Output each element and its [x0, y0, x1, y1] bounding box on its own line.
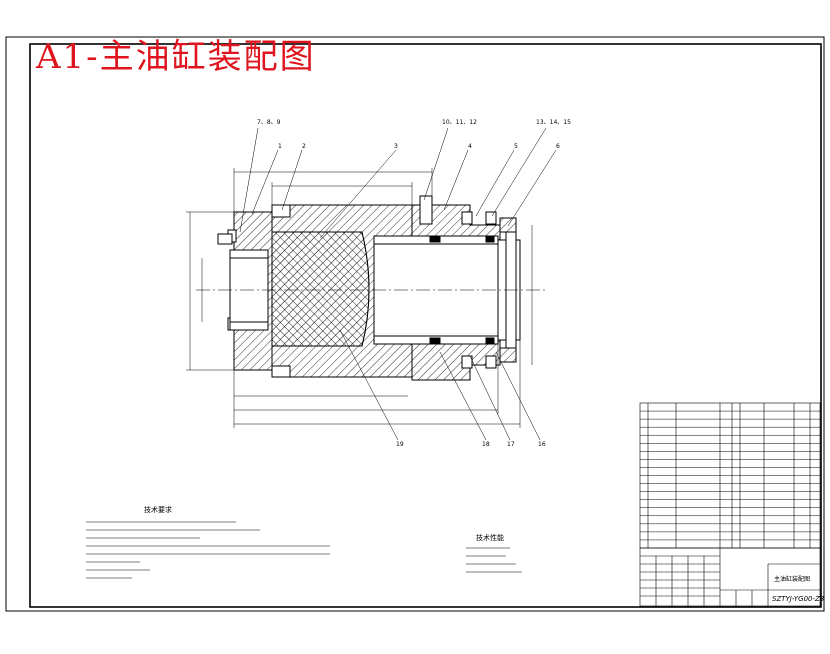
technical-performance: 技术性能: [466, 533, 522, 573]
drawing-number: SZTYJ-YG00-Z3: [772, 595, 824, 603]
balloon-7: 5: [514, 143, 518, 150]
balloon-4: 3: [394, 143, 398, 150]
technical-requirements: 技术要求: [86, 505, 330, 579]
balloon-18: 18: [482, 441, 490, 448]
performance-heading: 技术性能: [476, 533, 504, 542]
parts-list-rows: [640, 410, 820, 541]
balloon-16: 16: [538, 441, 546, 448]
outer-border: [5, 36, 825, 612]
inner-border: [29, 43, 822, 608]
balloon-1: 7、8、9: [257, 119, 281, 126]
balloon-9: 6: [556, 143, 560, 150]
balloon-6: 4: [468, 143, 472, 150]
dimension-lines: [186, 168, 533, 428]
balloon-2: 1: [278, 143, 282, 150]
balloon-labels-bottom: 19 18 17 16: [396, 441, 546, 448]
balloon-5: 10、11、12: [442, 119, 477, 126]
requirements-heading: 技术要求: [144, 505, 172, 514]
assembly-section-view: [196, 195, 545, 381]
leader-lines: [239, 127, 557, 441]
balloon-8: 13、14、15: [536, 119, 571, 126]
balloon-3: 2: [302, 143, 306, 150]
balloon-labels-top: 7、8、9 1 2 3 10、11、12 4 5 13、14、15 6: [257, 119, 571, 150]
drawing-title: A1-主油缸装配图: [36, 37, 316, 77]
drawing-name: 主油缸装配图: [774, 575, 810, 583]
balloon-19: 19: [396, 441, 404, 448]
balloon-17: 17: [507, 441, 515, 448]
title-block: [639, 547, 821, 607]
